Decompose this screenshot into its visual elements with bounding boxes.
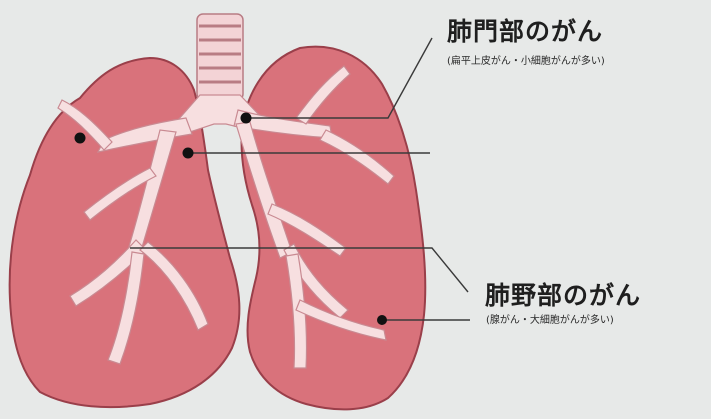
hilar-cancer-subtitle: (扁平上皮がん・小細胞がんが多い) xyxy=(447,52,605,67)
peripheral-cancer-title: 肺野部のがん xyxy=(485,276,641,312)
peripheral-cancer-subtitle: (腺がん・大細胞がんが多い) xyxy=(486,311,614,326)
tumor-dot-peripheral xyxy=(377,315,387,325)
tumor-dot-right-hilar xyxy=(241,113,252,124)
hilar-cancer-title: 肺門部のがん xyxy=(447,12,603,48)
tumor-dot-center-hilar xyxy=(183,148,194,159)
tumor-dot-left-hilar xyxy=(75,133,86,144)
